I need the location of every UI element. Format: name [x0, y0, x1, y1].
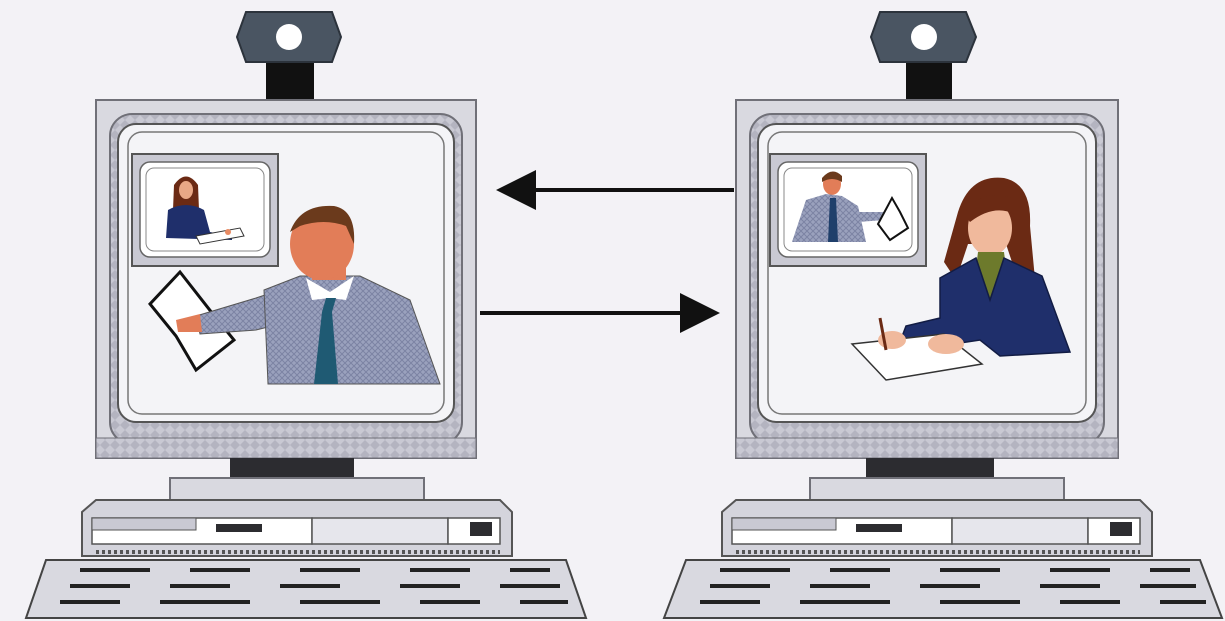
right-system-unit: [721, 499, 1153, 557]
left-computer: [24, 11, 588, 619]
left-system-unit: [81, 499, 513, 557]
pip-woman-figure: [166, 176, 245, 245]
pip-man-figure: [792, 171, 910, 242]
left-pip-window: [131, 153, 279, 267]
left-keyboard: [24, 559, 588, 619]
right-computer: [662, 11, 1224, 619]
right-webcam-icon: [869, 11, 978, 102]
left-webcam-icon: [235, 11, 343, 102]
right-keyboard: [662, 559, 1224, 619]
right-pip-window: [769, 153, 927, 267]
right-monitor-stand: [809, 458, 1065, 501]
left-monitor-stand: [169, 458, 425, 501]
right-main-video-woman: [850, 177, 1072, 381]
left-main-video-man: [148, 205, 441, 385]
